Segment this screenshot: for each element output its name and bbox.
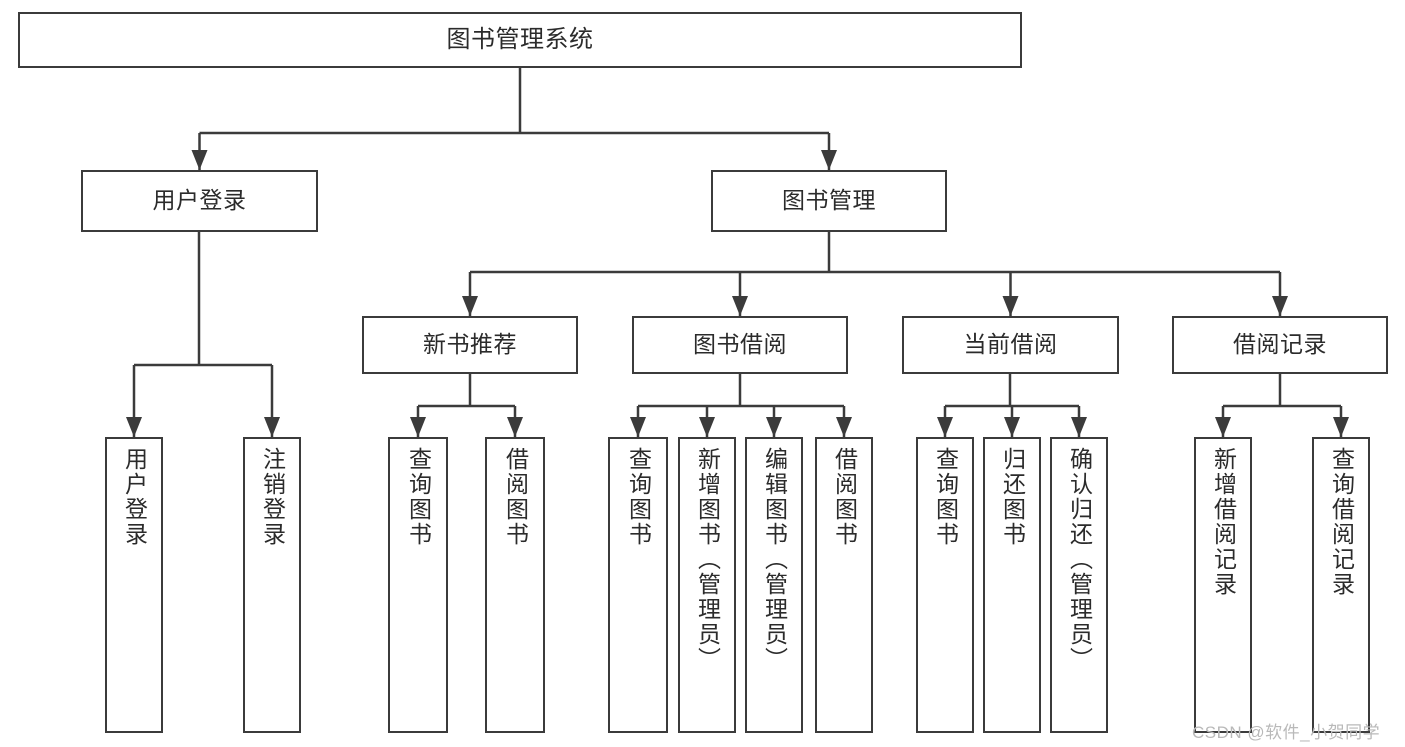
watermark: CSDN @软件_小贺同学 (1192, 723, 1381, 742)
arrowhead-icon (937, 417, 953, 437)
node-label: 查询借阅记录 (1328, 447, 1355, 597)
arrowhead-icon (1002, 296, 1019, 316)
node-l3-e2[interactable]: 查询借阅记录 (1312, 437, 1370, 733)
node-l2-newbook[interactable]: 新书推荐 (362, 316, 578, 374)
node-l1-login[interactable]: 用户登录 (81, 170, 318, 232)
node-label: 用户登录 (152, 187, 247, 214)
node-l3-d1[interactable]: 查询图书 (916, 437, 974, 733)
node-label: 注销登录 (259, 447, 286, 547)
arrowhead-icon (766, 417, 782, 437)
node-l3-e1[interactable]: 新增借阅记录 (1194, 437, 1252, 733)
arrowhead-icon (821, 150, 837, 170)
node-label: 借阅记录 (1233, 331, 1327, 358)
node-l2-current[interactable]: 当前借阅 (902, 316, 1119, 374)
node-label: 图书管理 (782, 187, 876, 214)
node-label: 新书推荐 (423, 331, 517, 358)
node-l1-books[interactable]: 图书管理 (711, 170, 947, 232)
node-label: 当前借阅 (963, 331, 1058, 358)
node-l3-b2[interactable]: 借阅图书 (485, 437, 545, 733)
node-l3-a1[interactable]: 用户登录 (105, 437, 163, 733)
node-l3-c4[interactable]: 借阅图书 (815, 437, 873, 733)
arrowhead-icon (630, 417, 646, 437)
node-label: 新增图书（管理员） (694, 447, 721, 672)
arrowhead-icon (264, 417, 280, 437)
arrowhead-icon (1215, 417, 1231, 437)
arrowhead-icon (410, 417, 426, 437)
node-l3-c3[interactable]: 编辑图书（管理员） (745, 437, 803, 733)
arrowhead-icon (836, 417, 852, 437)
node-label: 借阅图书 (502, 447, 529, 547)
arrowhead-icon (1272, 296, 1288, 316)
node-l3-c2[interactable]: 新增图书（管理员） (678, 437, 736, 733)
node-label: 确认归还（管理员） (1066, 447, 1093, 672)
node-label: 归还图书 (999, 447, 1026, 547)
arrowhead-icon (126, 417, 142, 437)
node-label: 借阅图书 (831, 447, 858, 547)
node-l3-b1[interactable]: 查询图书 (388, 437, 448, 733)
node-label: 图书管理系统 (446, 25, 594, 53)
node-root[interactable]: 图书管理系统 (18, 12, 1022, 68)
node-label: 新增借阅记录 (1210, 447, 1237, 597)
node-label: 用户登录 (121, 447, 148, 547)
node-l3-d3[interactable]: 确认归还（管理员） (1050, 437, 1108, 733)
node-label: 图书借阅 (693, 331, 787, 358)
arrowhead-icon (1071, 417, 1087, 437)
node-label: 编辑图书（管理员） (761, 447, 788, 672)
arrowhead-icon (507, 417, 523, 437)
node-label: 查询图书 (625, 447, 652, 547)
arrowhead-icon (732, 296, 748, 316)
node-label: 查询图书 (932, 447, 959, 547)
node-l3-a2[interactable]: 注销登录 (243, 437, 301, 733)
arrowhead-icon (699, 417, 715, 437)
arrowhead-icon (1004, 417, 1020, 437)
node-l2-borrow[interactable]: 图书借阅 (632, 316, 848, 374)
node-l2-record[interactable]: 借阅记录 (1172, 316, 1388, 374)
arrowhead-icon (462, 296, 478, 316)
node-l3-d2[interactable]: 归还图书 (983, 437, 1041, 733)
arrowhead-icon (191, 150, 208, 170)
arrowhead-icon (1333, 417, 1349, 437)
node-label: 查询图书 (405, 447, 432, 547)
node-l3-c1[interactable]: 查询图书 (608, 437, 668, 733)
